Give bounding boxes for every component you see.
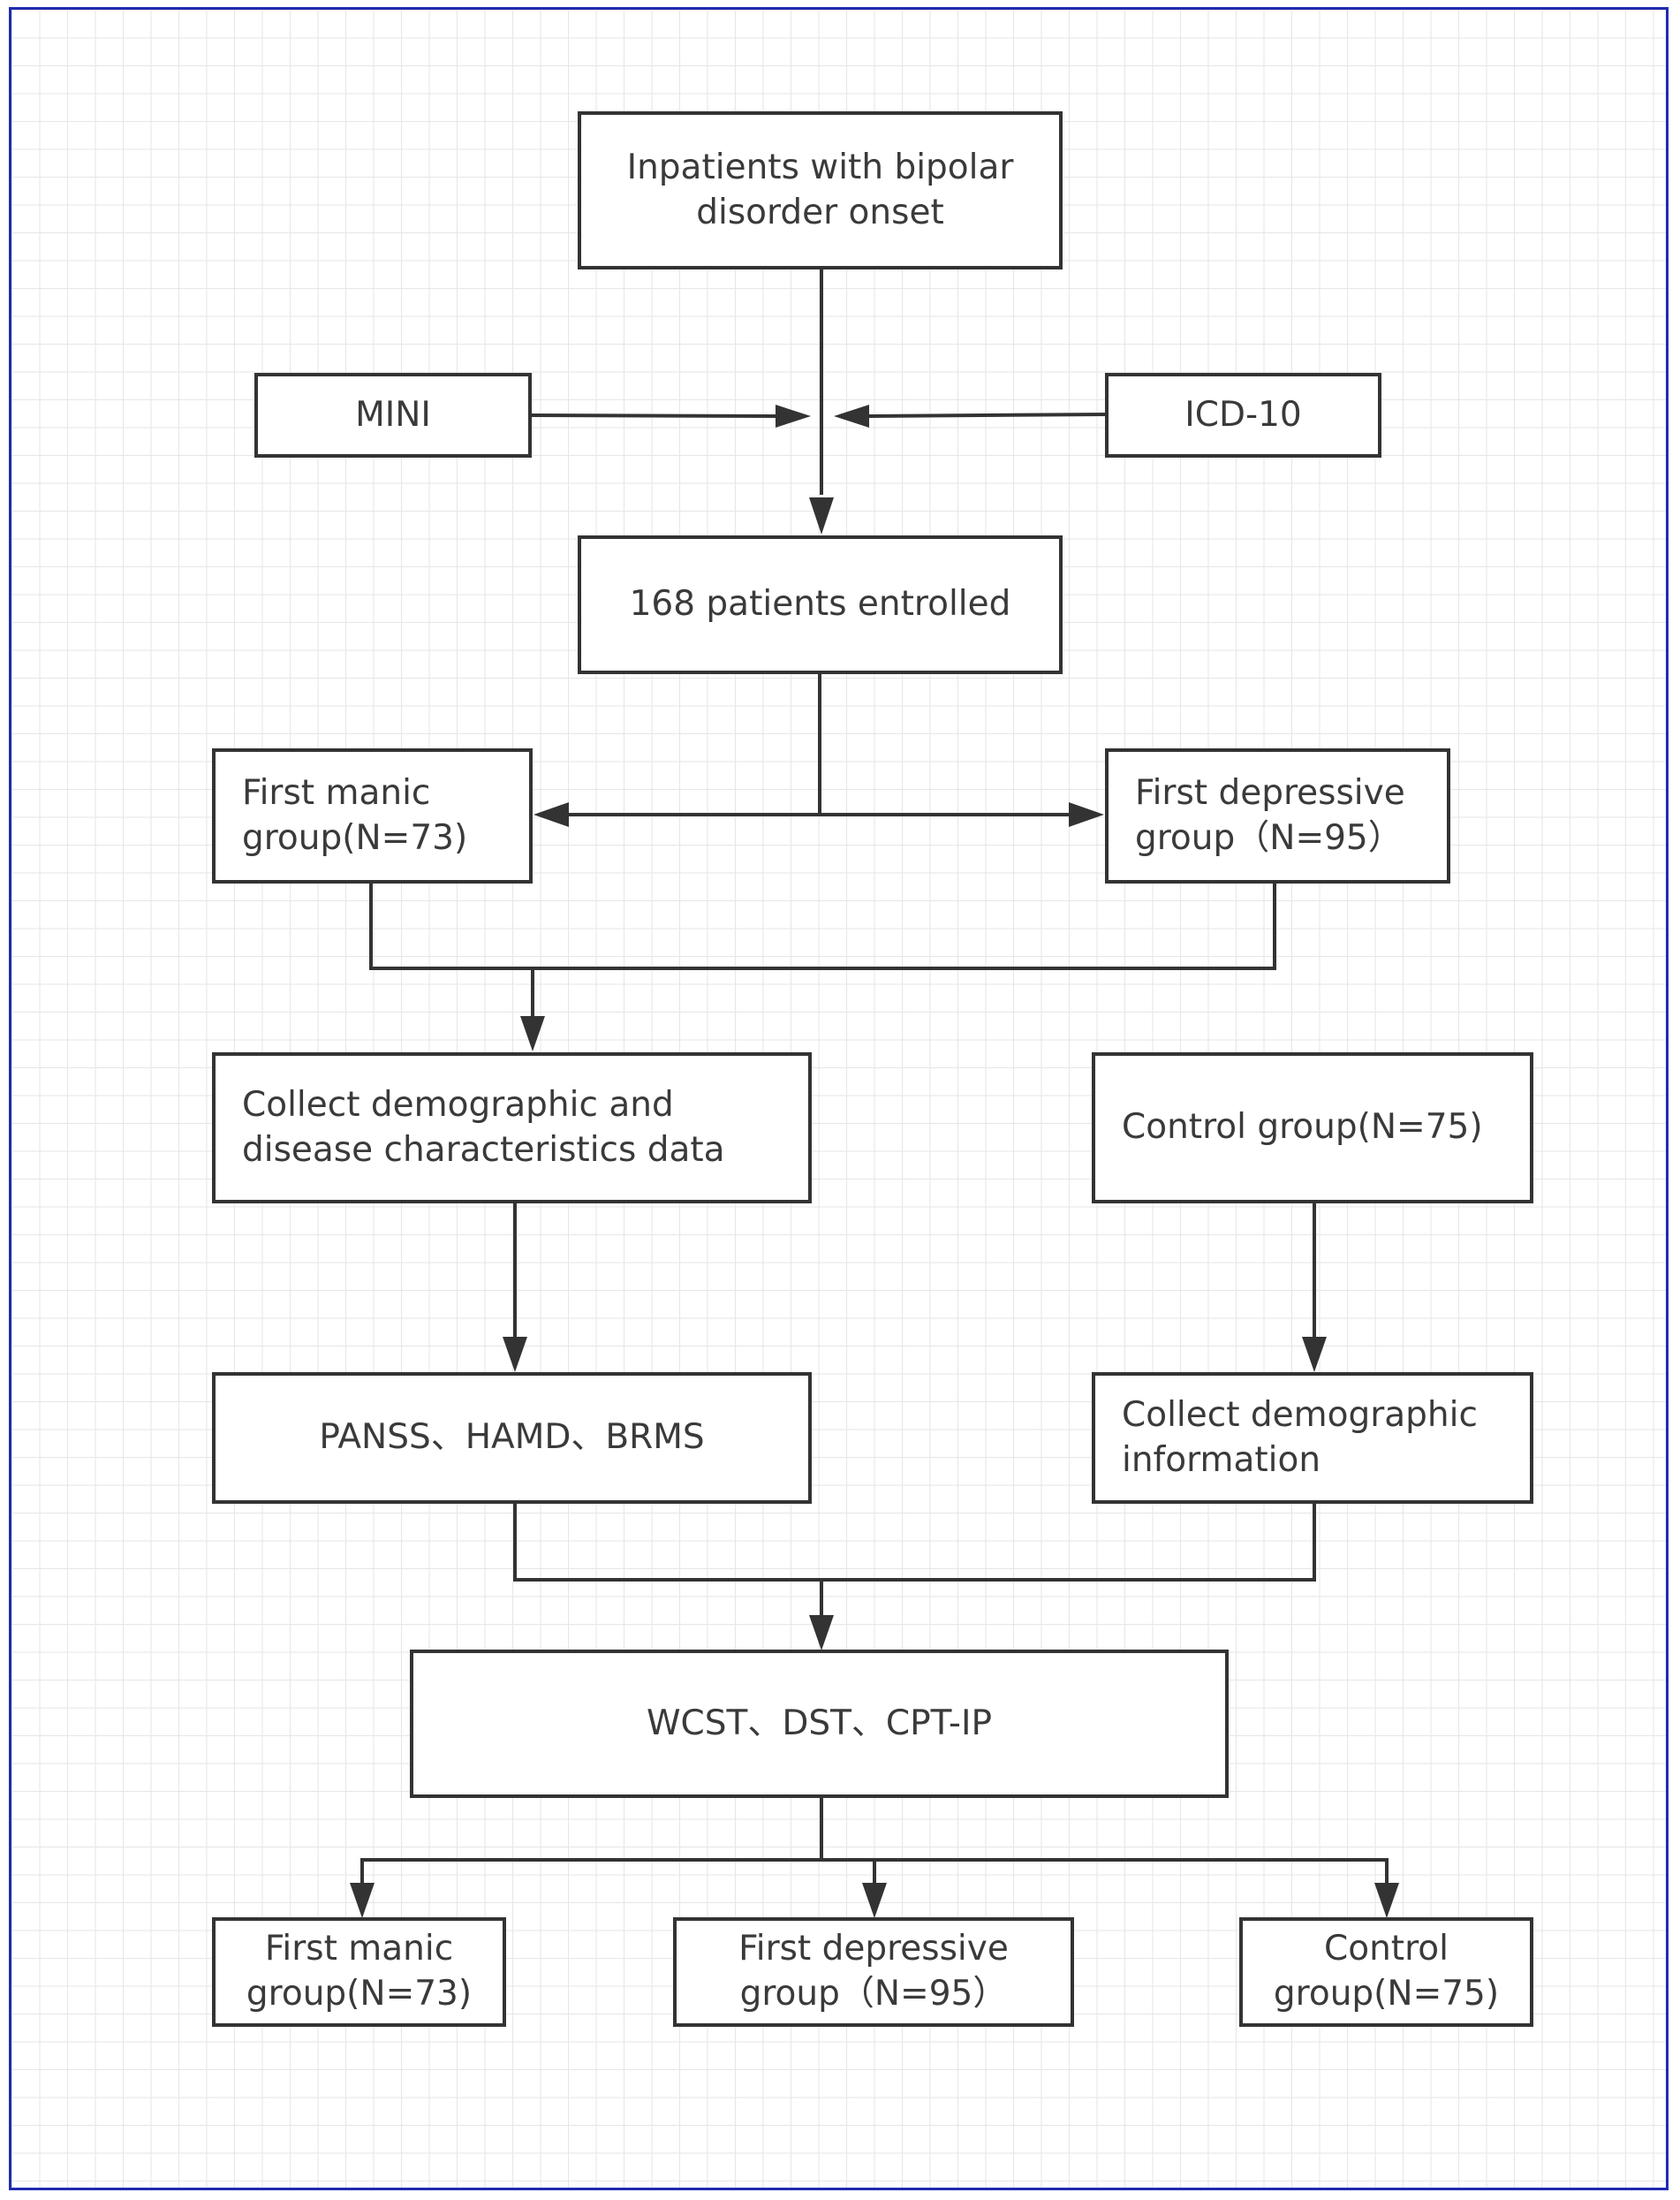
collect-demographic-info-box: Collect demographic information [1092,1372,1533,1504]
manic-group-top-label: First manic group(N=73) [242,772,468,858]
connectors [350,268,1399,1918]
scales-label: PANSS、HAMD、BRMS [319,1417,705,1458]
arrowhead-depressive-top [1069,802,1104,827]
collect-demographic-info-label: Collect demographic information [1122,1394,1478,1480]
arrowhead-control-bottom [1374,1883,1399,1918]
arrowhead-manic-top [534,802,569,827]
arrowhead-mini [776,405,811,428]
enrolled-box: 168 patients entrolled [578,535,1063,674]
collect-demographic-disease-label: Collect demographic and disease characte… [242,1084,725,1170]
connector-icd10 [866,413,1108,418]
icd10-label: ICD-10 [1184,394,1302,435]
arrowhead-collect-demo [1302,1337,1327,1372]
arrowhead-icd10 [834,405,869,428]
depressive-group-top-box: First depressive group（N=95） [1105,748,1450,884]
icd10-box: ICD-10 [1105,373,1381,458]
depressive-group-bottom-label: First depressive group（N=95） [738,1929,1009,2014]
connector-mini [529,413,778,418]
onset-label: Inpatients with bipolar disorder onset [626,147,1014,232]
scales-box: PANSS、HAMD、BRMS [212,1372,812,1504]
collect-demographic-disease-box: Collect demographic and disease characte… [212,1052,812,1203]
control-group-top-label: Control group(N=75) [1122,1107,1483,1148]
control-group-bottom-box: Control group(N=75) [1239,1917,1533,2027]
mini-box: MINI [254,373,532,458]
manic-group-bottom-box: First manic group(N=73) [212,1917,506,2027]
enrolled-label: 168 patients entrolled [629,584,1011,625]
arrowhead-scales [503,1337,527,1372]
manic-group-bottom-label: First manic group(N=73) [246,1929,473,2014]
arrowhead-collect [520,1016,545,1051]
control-group-top-box: Control group(N=75) [1092,1052,1533,1203]
manic-group-top-box: First manic group(N=73) [212,748,533,884]
onset-box: Inpatients with bipolar disorder onset [578,111,1063,269]
arrowhead-enrolled [809,497,834,535]
mini-label: MINI [355,394,431,435]
arrowhead-depressive-bottom [862,1883,887,1918]
arrowhead-manic-bottom [350,1883,375,1918]
arrowhead-tests [809,1615,834,1650]
tests-label: WCST、DST、CPT-IP [646,1703,993,1743]
depressive-group-top-label: First depressive group（N=95） [1135,772,1405,858]
control-group-bottom-label: Control group(N=75) [1273,1929,1500,2014]
tests-box: WCST、DST、CPT-IP [410,1650,1229,1798]
depressive-group-bottom-box: First depressive group（N=95） [673,1917,1074,2027]
